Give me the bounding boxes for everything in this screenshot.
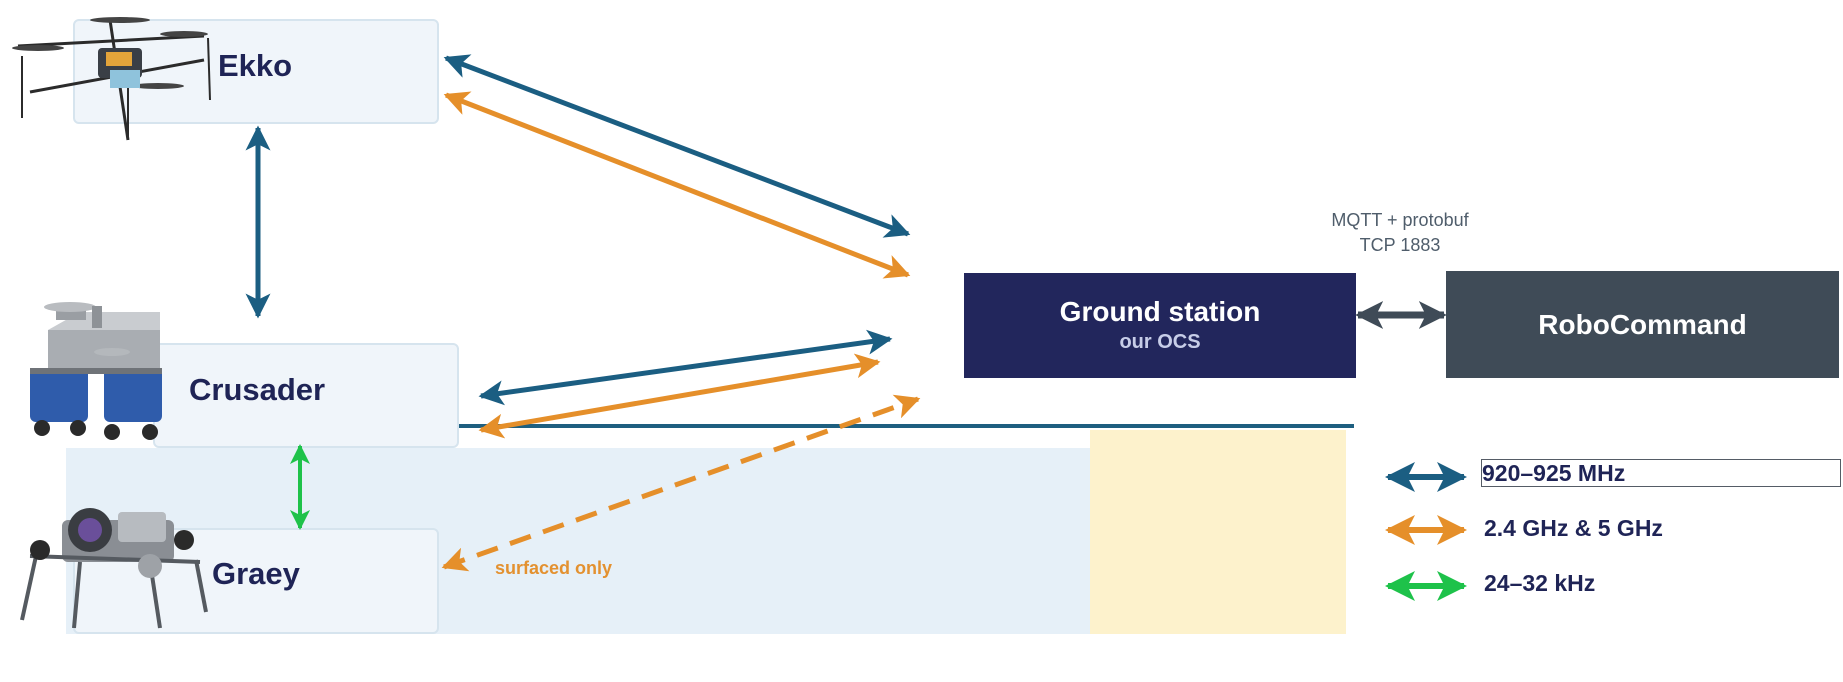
node-crusader-label: Crusader <box>189 372 326 407</box>
drone-icon <box>12 17 211 141</box>
legend-highlight-box <box>1481 459 1841 487</box>
surface-vessel-icon <box>30 302 162 440</box>
protocol-line-2: TCP 1883 <box>1359 235 1441 255</box>
protocol-label: MQTT + protobuf TCP 1883 <box>1290 208 1510 258</box>
legend-label-acoustic: 24–32 kHz <box>1484 570 1596 596</box>
link-ekko-gs-wifi <box>443 91 911 279</box>
ground-station-title: Ground station <box>1059 296 1261 328</box>
robocommand-title: RoboCommand <box>1538 308 1747 340</box>
link-ekko-gs-900mhz <box>443 54 911 238</box>
link-crusader-gs-900mhz <box>478 329 893 406</box>
legend-label-900mhz: 920–925 MHz <box>1482 460 1626 486</box>
node-ekko-label: Ekko <box>218 48 293 83</box>
legend-label-wifi: 2.4 GHz & 5 GHz <box>1484 515 1663 541</box>
underwater-rov-icon <box>20 508 208 629</box>
robocommand-box[interactable]: RoboCommand <box>1446 271 1839 378</box>
shore-region <box>1090 430 1346 634</box>
ground-station-subtitle: our OCS <box>1119 330 1201 353</box>
protocol-line-1: MQTT + protobuf <box>1331 210 1469 230</box>
node-graey-label: Graey <box>212 556 300 591</box>
link-graey-gs-wifi-dashed <box>441 394 921 572</box>
link-crusader-gs-wifi <box>478 353 881 439</box>
ground-station-box[interactable]: Ground station our OCS <box>964 273 1356 378</box>
